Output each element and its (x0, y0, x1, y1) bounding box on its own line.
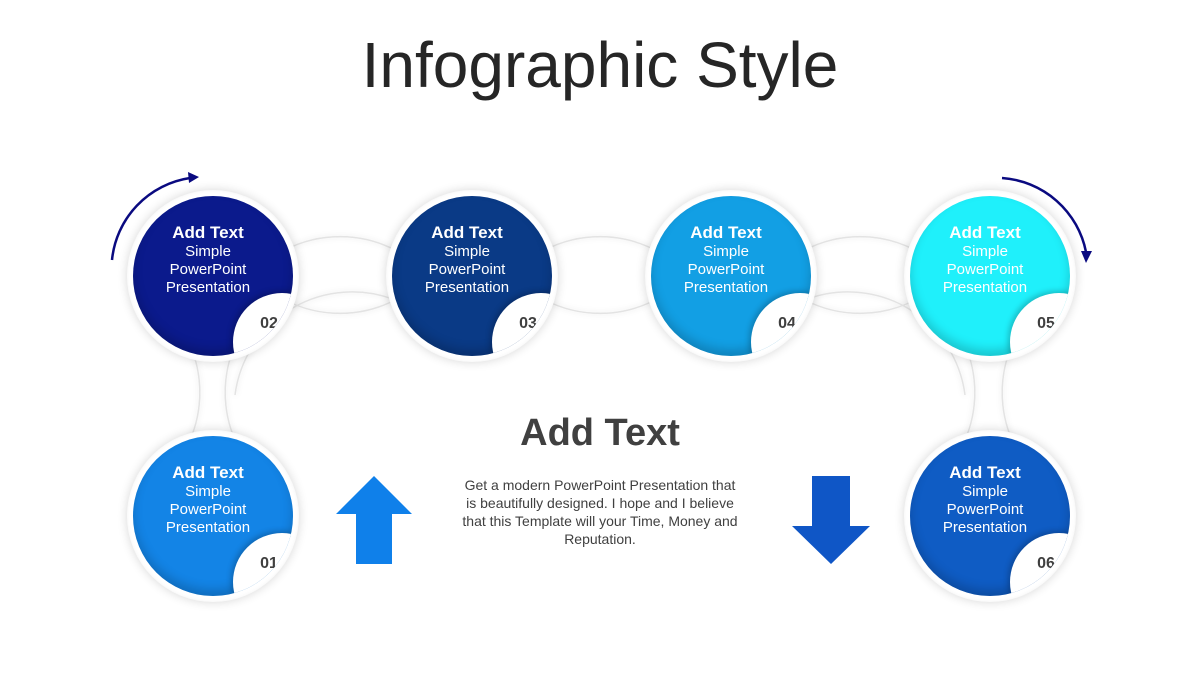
step-node-05: Add Text Simple PowerPoint Presentation … (904, 190, 1076, 362)
step-line: PowerPoint (687, 261, 765, 278)
step-node-01: Add Text Simple PowerPoint Presentation … (127, 430, 299, 602)
step-line: Presentation (165, 279, 251, 296)
step-number: 05 (1037, 315, 1055, 332)
step-number: 03 (519, 315, 537, 332)
step-line: Presentation (942, 279, 1028, 296)
step-label: Add Text Simple PowerPoint Presentation (133, 464, 283, 537)
step-heading: Add Text (949, 223, 1021, 242)
step-node-06: Add Text Simple PowerPoint Presentation … (904, 430, 1076, 602)
up-arrow-icon (336, 476, 412, 564)
connector-arc (284, 299, 396, 315)
connector-arc (804, 235, 916, 251)
step-heading: Add Text (172, 223, 244, 242)
step-disc: Add Text Simple PowerPoint Presentation … (133, 196, 293, 356)
step-line: PowerPoint (169, 501, 247, 518)
step-line: Simple (703, 243, 749, 260)
step-heading: Add Text (949, 463, 1021, 482)
step-line: Simple (185, 483, 231, 500)
step-node-03: Add Text Simple PowerPoint Presentation … (386, 190, 558, 362)
step-line: Simple (444, 243, 490, 260)
step-line: PowerPoint (946, 501, 1024, 518)
step-label: Add Text Simple PowerPoint Presentation (651, 224, 801, 297)
step-line: Presentation (683, 279, 769, 296)
step-disc: Add Text Simple PowerPoint Presentation … (133, 436, 293, 596)
curved-arrow-icon (1001, 176, 1092, 263)
step-heading: Add Text (690, 223, 762, 242)
down-arrow-icon (792, 476, 870, 564)
step-number: 01 (260, 555, 278, 572)
step-disc: Add Text Simple PowerPoint Presentation … (910, 436, 1070, 596)
step-number: 06 (1037, 555, 1055, 572)
step-disc: Add Text Simple PowerPoint Presentation … (910, 196, 1070, 356)
center-description: Get a modern PowerPoint Presentation tha… (462, 477, 738, 547)
step-disc: Add Text Simple PowerPoint Presentation … (392, 196, 552, 356)
step-line: PowerPoint (946, 261, 1024, 278)
step-line: Simple (185, 243, 231, 260)
step-line: Simple (962, 483, 1008, 500)
center-heading: Add Text (520, 412, 680, 454)
connector-arc (544, 299, 656, 315)
step-heading: Add Text (431, 223, 503, 242)
step-line: Simple (962, 243, 1008, 260)
connector-arc (544, 235, 656, 251)
step-line: Presentation (165, 519, 251, 536)
step-number: 04 (778, 315, 796, 332)
page-title: Infographic Style (361, 29, 839, 101)
step-line: Presentation (942, 519, 1028, 536)
step-heading: Add Text (172, 463, 244, 482)
connector-arc (284, 235, 396, 251)
curved-arrow-icon (110, 172, 199, 261)
step-label: Add Text Simple PowerPoint Presentation (910, 464, 1060, 537)
step-node-02: Add Text Simple PowerPoint Presentation … (127, 190, 299, 362)
step-label: Add Text Simple PowerPoint Presentation (392, 224, 542, 297)
connector-arc (804, 299, 916, 315)
step-line: Presentation (424, 279, 510, 296)
step-number: 02 (260, 315, 278, 332)
step-label: Add Text Simple PowerPoint Presentation (910, 224, 1060, 297)
step-node-04: Add Text Simple PowerPoint Presentation … (645, 190, 817, 362)
connector-arc (804, 291, 966, 396)
step-label: Add Text Simple PowerPoint Presentation (133, 224, 283, 297)
step-disc: Add Text Simple PowerPoint Presentation … (651, 196, 811, 356)
step-line: PowerPoint (428, 261, 506, 278)
step-line: PowerPoint (169, 261, 247, 278)
